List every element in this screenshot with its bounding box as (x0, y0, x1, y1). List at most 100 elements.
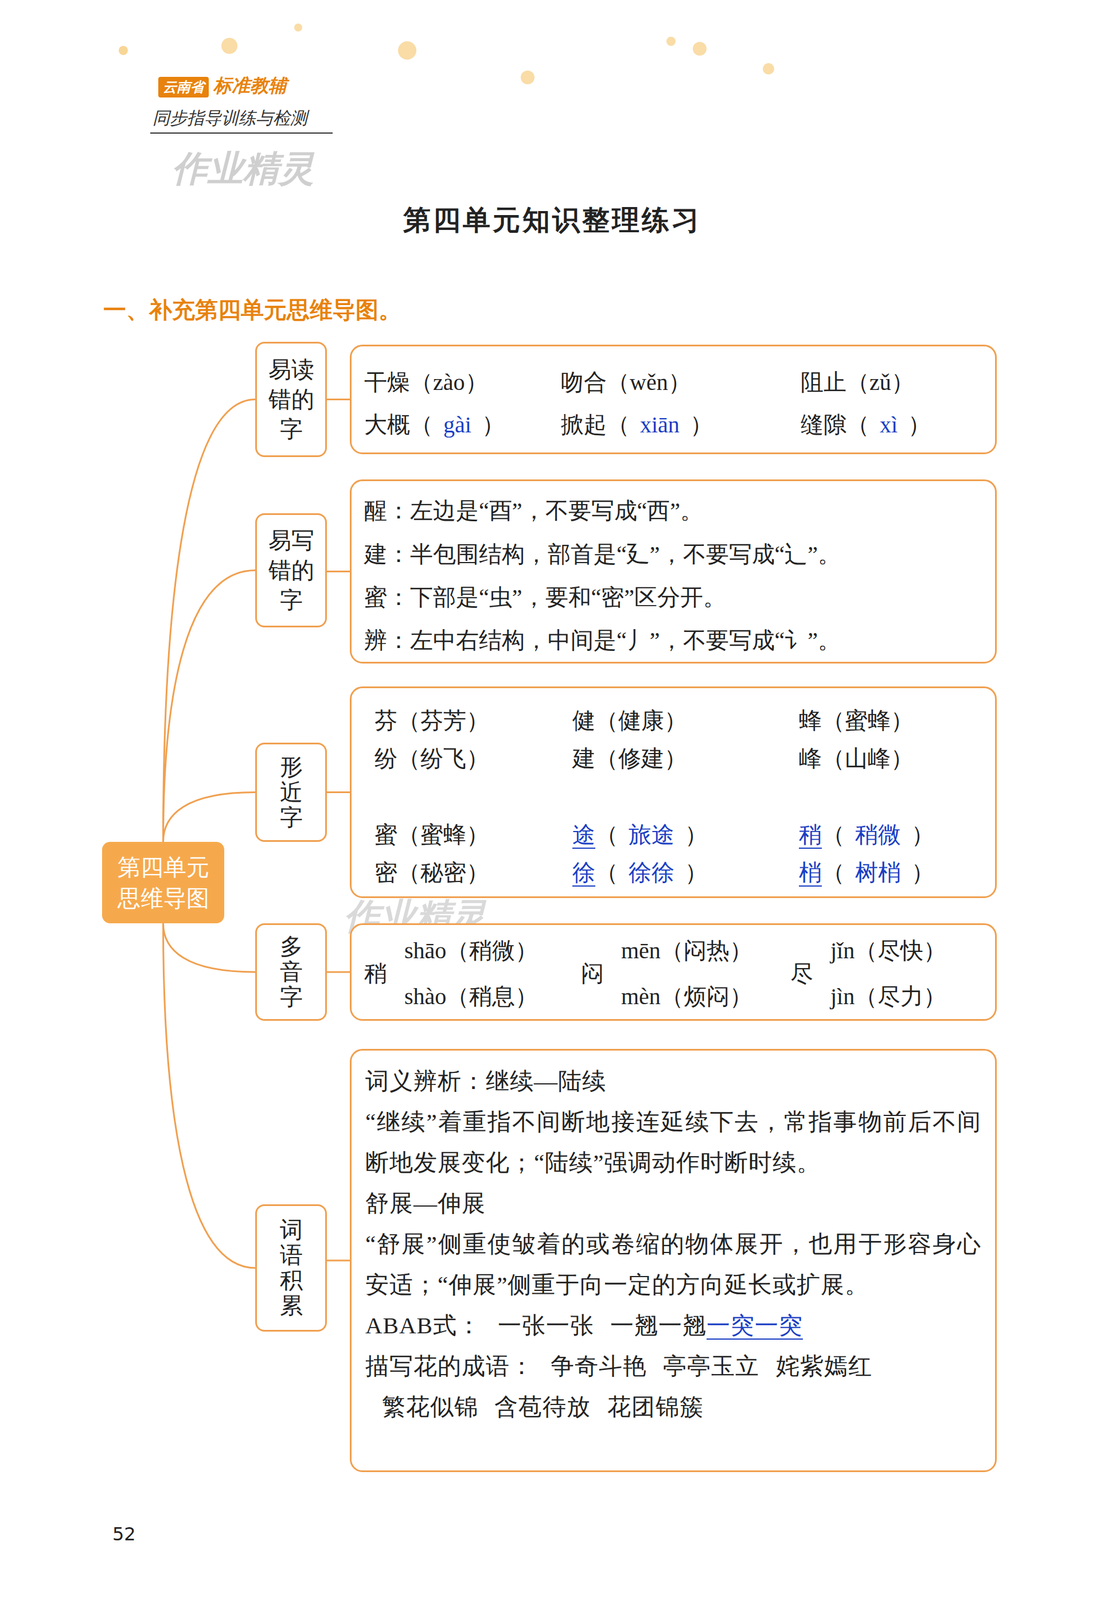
category-title: 易写错的字 (268, 525, 315, 616)
entry-text: 梢 (798, 859, 822, 887)
text-group: 稍 (364, 959, 388, 989)
connector (326, 1259, 350, 1262)
text-group: 徐（徐徐） (572, 858, 708, 888)
entry-text: 干燥（zào） (364, 369, 489, 396)
entry-text: 纷（纷飞） (374, 745, 490, 772)
entry-text: 缝隙 (800, 411, 847, 438)
entry-text: 树梢 (844, 859, 912, 886)
entry-text: 徐徐 (618, 859, 685, 886)
entry-text: 徐 (572, 859, 596, 887)
root-node: 第四单元 思维导图 (102, 841, 225, 924)
text-group: 醒：左边是“酉”，不要写成“西”。 (364, 496, 704, 526)
entry-text: 稍 (364, 960, 388, 987)
text-group: mèn（烦闷） (621, 982, 753, 1012)
entry-text: ） (684, 821, 708, 848)
text-line: “继续”着重指不间断地接连延续下去，常指事物前后不间断地发展变化；“陆续”强调动… (365, 1101, 982, 1184)
text-group: 蜜（蜜蜂） (374, 820, 490, 850)
text-group: 蜜：下部是“虫”，要和“密”区分开。 (364, 583, 727, 612)
entry-text: shào（稍息） (404, 983, 538, 1010)
entry-text: jǐn（尽快） (830, 937, 947, 964)
entry-text: gài (432, 411, 482, 438)
connector (326, 570, 350, 573)
category-title: 词语积累 (279, 1217, 303, 1319)
entry-text: xì (869, 411, 908, 438)
entry-text: ） (907, 411, 931, 438)
page-number: 52 (112, 1523, 136, 1546)
text-group: 健（健康） (572, 706, 688, 736)
entry-text: 一翘一翘 (610, 1312, 707, 1339)
dot (118, 45, 128, 56)
text-line: 词义辨析：继续—陆续 (365, 1060, 982, 1102)
entry-text: 稍 (798, 821, 822, 849)
entry-text: 姹紫嫣红 (775, 1352, 873, 1380)
logo-tag: 云南省 (158, 76, 209, 98)
section-heading: 一、补充第四单元思维导图。 (103, 294, 402, 326)
entry-text: 芬（芬芳） (374, 707, 490, 734)
entry-text: （ (846, 411, 870, 438)
text-group: jǐn（尽快） (830, 936, 947, 966)
connector (163, 923, 256, 1269)
category-box: 多音字 (255, 923, 327, 1021)
entry-text: ） (689, 411, 713, 438)
text-group: 大概（gài） (364, 410, 505, 440)
logo-brand: 标准教辅 (213, 73, 287, 99)
root-title: 第四单元 思维导图 (116, 851, 211, 914)
entry-text: （ (410, 411, 433, 438)
text-line: 繁花似锦含苞待放花团锦簇 (365, 1386, 982, 1428)
category-title: 易读错的字 (268, 355, 315, 445)
connector (326, 971, 350, 974)
dot (666, 36, 676, 46)
entry-text: 蜜（蜜蜂） (374, 821, 490, 848)
text-line: 描写花的成语：争奇斗艳亭亭玉立姹紫嫣红 (365, 1346, 982, 1387)
entry-text: 稍微 (844, 821, 912, 848)
dot (221, 37, 238, 54)
category-title: 多音字 (279, 934, 303, 1010)
text-group: mēn（闷热） (621, 936, 753, 966)
entry-text: 建：半包围结构，部首是“廴”，不要写成“辶”。 (364, 541, 841, 568)
entry-text: 掀起 (560, 411, 607, 438)
entry-text: 醒：左边是“酉”，不要写成“西”。 (364, 497, 704, 524)
entry-text: （ (606, 411, 630, 438)
entry-text: 描写花的成语： (365, 1352, 534, 1380)
entry-text: jìn（尽力） (830, 983, 947, 1010)
text-group: 辨：左中右结构，中间是“丿”，不要写成“讠”。 (364, 626, 841, 655)
entry-text: 亭亭玉立 (662, 1352, 760, 1380)
dot (294, 23, 303, 32)
entry-text: 吻合（wěn） (560, 369, 692, 396)
logo-underline (150, 132, 333, 134)
text-group: 缝隙（xì） (800, 410, 931, 440)
entry-text: 辨：左中右结构，中间是“丿”，不要写成“讠”。 (364, 627, 841, 654)
category-box: 形近字 (255, 742, 327, 842)
entry-text: 一突一突 (706, 1312, 803, 1340)
entry-text: 途 (572, 821, 596, 849)
entry-text: “继续”着重指不间断地接连延续下去，常指事物前后不间断地发展变化；“陆续”强调动… (365, 1108, 982, 1176)
connector (326, 791, 350, 794)
entry-text: 一张一张 (497, 1312, 595, 1339)
text-group: 途（旅途） (572, 820, 708, 850)
dot (520, 70, 535, 85)
dot (398, 41, 417, 60)
text-group: 稍（稍微） (798, 820, 935, 850)
text-group: 峰（山峰） (798, 744, 914, 774)
text-group: 梢（树梢） (798, 858, 935, 888)
text-group: shào（稍息） (404, 982, 538, 1012)
entry-text: 大概 (364, 411, 411, 438)
entry-text: （ (595, 859, 619, 886)
entry-text: ） (911, 859, 935, 886)
text-group: 密（秘密） (374, 858, 490, 888)
connector (163, 399, 256, 843)
content-box: 干燥（zào）吻合（wěn）阻止（zǔ）大概（gài）掀起（xiān）缝隙（xì… (349, 344, 997, 455)
watermark: 作业精灵 (172, 144, 315, 193)
text-group: 闷 (580, 959, 604, 989)
entry-text: ） (481, 411, 505, 438)
text-group: 建：半包围结构，部首是“廴”，不要写成“辶”。 (364, 540, 841, 569)
entry-text: 蜂（蜜蜂） (798, 707, 914, 734)
category-box: 词语积累 (255, 1204, 327, 1332)
entry-text: 闷 (580, 960, 604, 987)
entry-text: （ (821, 821, 845, 848)
entry-text: mèn（烦闷） (621, 983, 753, 1010)
text-line: 舒展—伸展 (365, 1183, 982, 1224)
entry-text: （ (595, 821, 619, 848)
category-box: 易读错的字 (255, 341, 327, 458)
